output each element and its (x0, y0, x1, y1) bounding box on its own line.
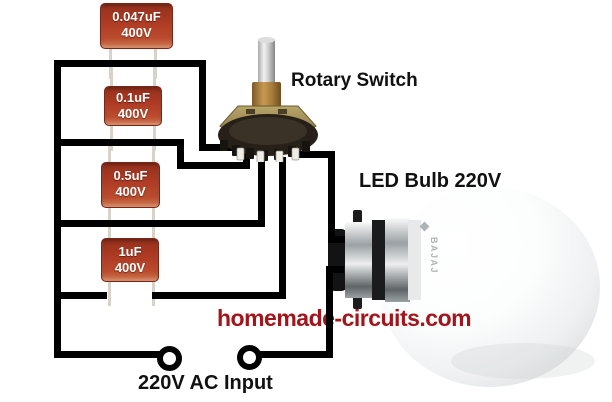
switch-plate-slot (278, 109, 287, 114)
capacitor-3-value: 0.5uF (113, 168, 148, 183)
cap2-lead-bot-left (110, 124, 113, 151)
base-chrome-2 (385, 218, 410, 302)
cap2-lead-top-left (110, 67, 113, 86)
wire-pole-h (293, 151, 335, 158)
base-white-ring (408, 220, 421, 300)
capacitor-1: 0.047uF 400V (100, 3, 173, 49)
capacitor-4-voltage: 400V (114, 260, 146, 275)
wire-row4-h-right (152, 292, 286, 299)
capacitor-1-value: 0.047uF (112, 9, 161, 24)
wire-bulb-terminal2-stub (326, 266, 344, 273)
switch-bushing (252, 82, 281, 110)
cap4-lead-top-left (108, 227, 111, 238)
ac-input-label: 220V AC Input (138, 372, 273, 394)
bulb-globe (380, 187, 600, 387)
wire-row3-h (54, 220, 265, 227)
base-black-band (372, 220, 387, 300)
cap4-lead-top-right (152, 227, 155, 238)
wire-row1-v (199, 60, 206, 151)
cap3-lead-top-right (152, 144, 155, 162)
ac-terminal-left (157, 346, 182, 371)
capacitor-2-value: 0.1uF (116, 90, 150, 105)
wire-row4-v (279, 157, 286, 299)
switch-pins (236, 147, 300, 162)
rotary-switch-label: Rotary Switch (291, 70, 418, 91)
wire-row3-v (258, 157, 265, 227)
bayonet-pin-bottom (353, 296, 362, 309)
base-end-cap (328, 229, 348, 291)
watermark-text: homemade-circuits.com (217, 305, 472, 331)
wire-row2-step (243, 152, 250, 169)
cap2-lead-top-right (153, 67, 156, 86)
wire-bottom-left (54, 351, 160, 358)
cap2-lead-bot-right (153, 124, 156, 151)
wire-row1-h (54, 60, 206, 67)
capacitor-1-voltage: 400V (121, 25, 152, 40)
ac-terminal-right (237, 345, 262, 370)
capacitor-2-voltage: 400V (117, 106, 149, 121)
capacitor-2: 0.1uF 400V (104, 86, 162, 126)
wire-pole-v (328, 151, 335, 243)
wire-row1-to-pin (199, 144, 240, 151)
bulb-brand-text: BAJAJ (429, 237, 439, 274)
bayonet-pin-top (353, 210, 362, 223)
wire-left-bus (54, 60, 61, 358)
led-bulb-label: LED Bulb 220V (359, 170, 502, 192)
capacitor-4: 1uF 400V (101, 238, 159, 282)
switch-shaft (258, 38, 275, 88)
capacitor-3: 0.5uF 400V (101, 162, 160, 208)
cap3-lead-bot-right (152, 206, 155, 229)
switch-plate-slot (246, 109, 255, 114)
switch-shaft-top (258, 37, 275, 43)
wire-row2-v (177, 139, 184, 169)
wire-bottom-right (259, 351, 333, 358)
bulb-shadow (451, 343, 595, 379)
wire-row2-to-pin (177, 162, 250, 169)
base-chrome-1 (345, 222, 374, 298)
cap3-lead-bot-left (108, 206, 111, 229)
cap4-lead-bot-left (108, 280, 111, 306)
switch-wafer-top (229, 117, 307, 145)
cap3-lead-top-left (108, 144, 111, 162)
capacitor-3-voltage: 400V (115, 184, 146, 199)
wire-bulb-terminal1-stub (328, 236, 345, 243)
capacitor-4-value: 1uF (118, 244, 142, 259)
led-bulb-photo: BAJAJ (328, 187, 600, 387)
rotary-switch-photo (218, 37, 318, 162)
wire-row4-h-left (54, 292, 107, 299)
wire-row2-h (54, 139, 184, 146)
wire-bulb-return-v (326, 268, 333, 358)
bulb-base (328, 210, 421, 309)
